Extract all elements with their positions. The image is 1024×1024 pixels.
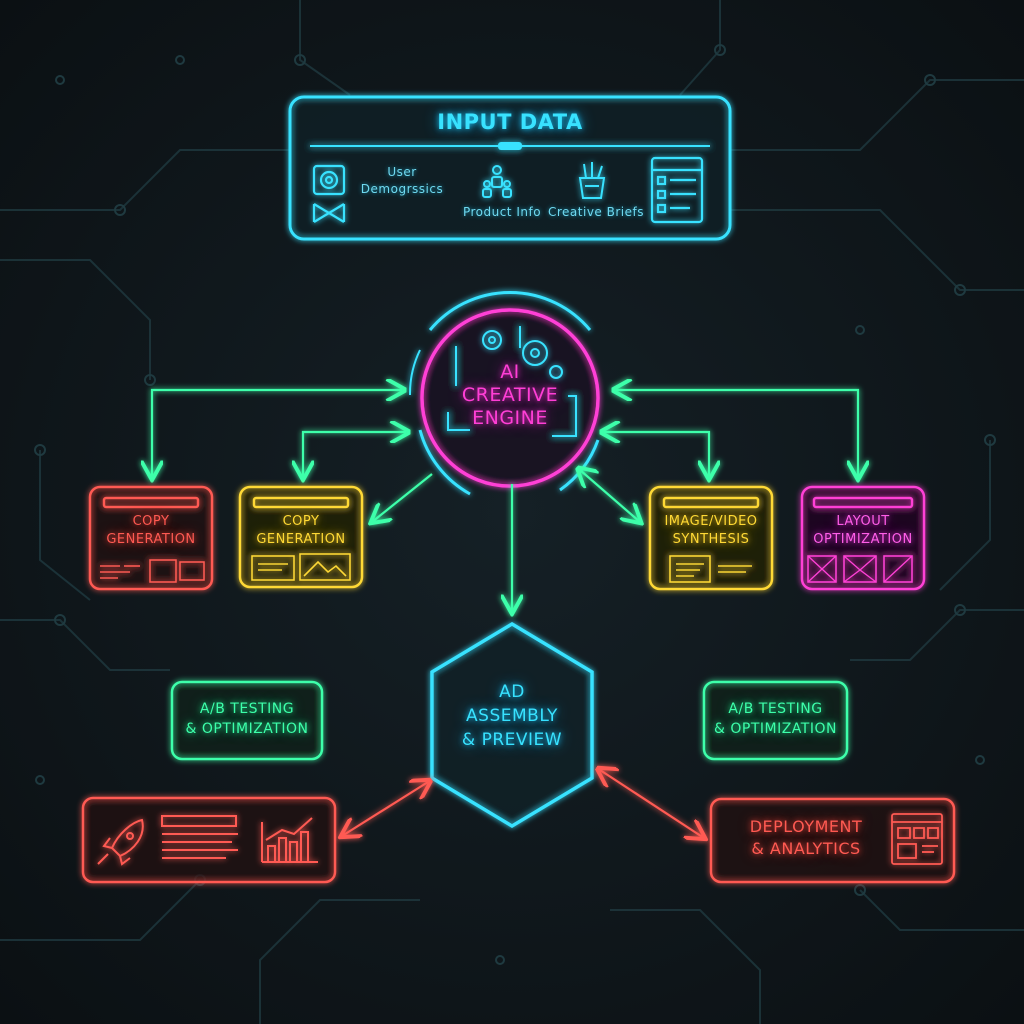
module-layout-line2: OPTIMIZATION: [813, 532, 913, 547]
arrow-assembly-to-deploy: [600, 770, 704, 838]
engine-label-line3: ENGINE: [472, 407, 548, 429]
engine-label-line2: CREATIVE: [461, 384, 559, 406]
assembly-line2: ASSEMBLY: [466, 706, 558, 726]
module-layout-line1: LAYOUT: [836, 514, 890, 529]
ab-left-line1: A/B TESTING: [199, 701, 295, 717]
ai-engine: [408, 290, 600, 496]
module-red-line1: COPY: [132, 514, 170, 529]
ab-left-line2: & OPTIMIZATION: [185, 721, 309, 737]
dashboard-icon: [891, 813, 943, 865]
module-box-copy-red: [88, 485, 214, 591]
assembly-line1: AD: [499, 682, 525, 702]
input-data-title: INPUT DATA: [437, 110, 583, 134]
module-box-layout: [800, 485, 926, 591]
ab-right-line1: A/B TESTING: [728, 701, 823, 717]
input-data-box: [288, 95, 732, 241]
module-box-copy-yellow: [238, 485, 364, 589]
circuit-nodes: [34, 44, 996, 965]
module-image-line2: SYNTHESIS: [672, 532, 750, 547]
checklist-icon: [650, 156, 704, 224]
launch-report-box: [81, 796, 337, 884]
module-red-line2: GENERATION: [106, 532, 196, 547]
engine-module-arrows: [152, 390, 858, 612]
ab-testing-left-box: [170, 680, 324, 761]
module-yellow-line2: GENERATION: [256, 532, 346, 547]
pencil-cup-icon: [578, 162, 606, 199]
ad-assembly-hexagon: [430, 621, 594, 829]
input-item-creative-briefs: Creative Briefs: [548, 205, 644, 219]
deploy-line2: & ANALYTICS: [751, 839, 861, 858]
input-item-user-demographics: User Demogrssics: [360, 165, 444, 196]
gears-icon: [482, 330, 563, 379]
report-lines: [161, 815, 238, 859]
bar-chart-icon: [261, 817, 318, 863]
deployment-analytics-box: [709, 797, 956, 884]
rocket-icon: [97, 818, 144, 866]
ab-right-line2: & OPTIMIZATION: [714, 721, 837, 737]
target-icon: [312, 164, 346, 223]
engine-label-line1: AI: [500, 361, 520, 383]
ab-testing-right-box: [702, 680, 849, 761]
module-yellow-line1: COPY: [282, 514, 320, 529]
module-image-line1: IMAGE/VIDEO: [664, 514, 758, 529]
people-icon: [482, 165, 512, 198]
module-box-image-video: [648, 485, 774, 591]
assembly-line3: & PREVIEW: [461, 730, 563, 750]
input-item-product-info: Product Info: [462, 205, 542, 219]
deploy-line1: DEPLOYMENT: [749, 817, 863, 836]
arrow-assembly-to-launch: [342, 782, 428, 836]
